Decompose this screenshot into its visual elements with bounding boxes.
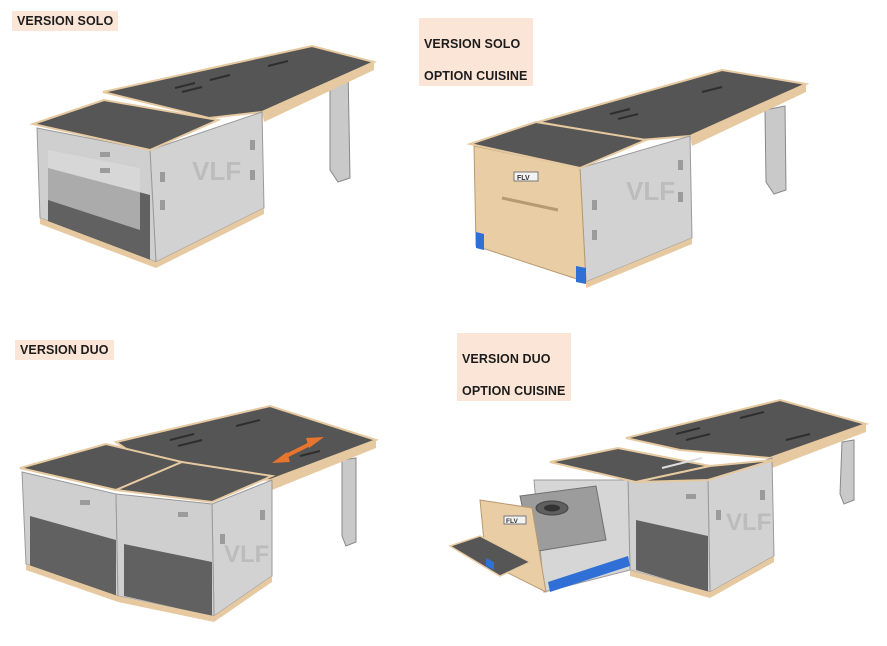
label-line-1: VERSION DUO (462, 352, 551, 366)
image-version-duo-cuisine: FLV VLF (440, 330, 887, 646)
label-version-duo: VERSION DUO (15, 340, 114, 360)
drawer-logo: FLV (506, 518, 518, 525)
side-logo: VLF (192, 156, 241, 186)
image-version-solo: VLF (0, 0, 440, 300)
label-version-solo-cuisine: VERSION SOLO OPTION CUISINE (419, 18, 533, 86)
drawer-logo: FLV (517, 175, 530, 182)
label-line-2: OPTION CUISINE (424, 69, 528, 83)
side-logo: VLF (726, 509, 771, 536)
label-line-2: OPTION CUISINE (462, 384, 566, 398)
side-logo: VLF (626, 176, 675, 206)
label-line-1: VERSION SOLO (424, 37, 521, 51)
image-version-duo: VLF (0, 330, 440, 646)
side-logo: VLF (224, 541, 269, 568)
image-version-solo-cuisine: FLV VLF (440, 0, 887, 300)
label-version-solo: VERSION SOLO (12, 11, 119, 31)
label-version-duo-cuisine: VERSION DUO OPTION CUISINE (457, 333, 571, 401)
